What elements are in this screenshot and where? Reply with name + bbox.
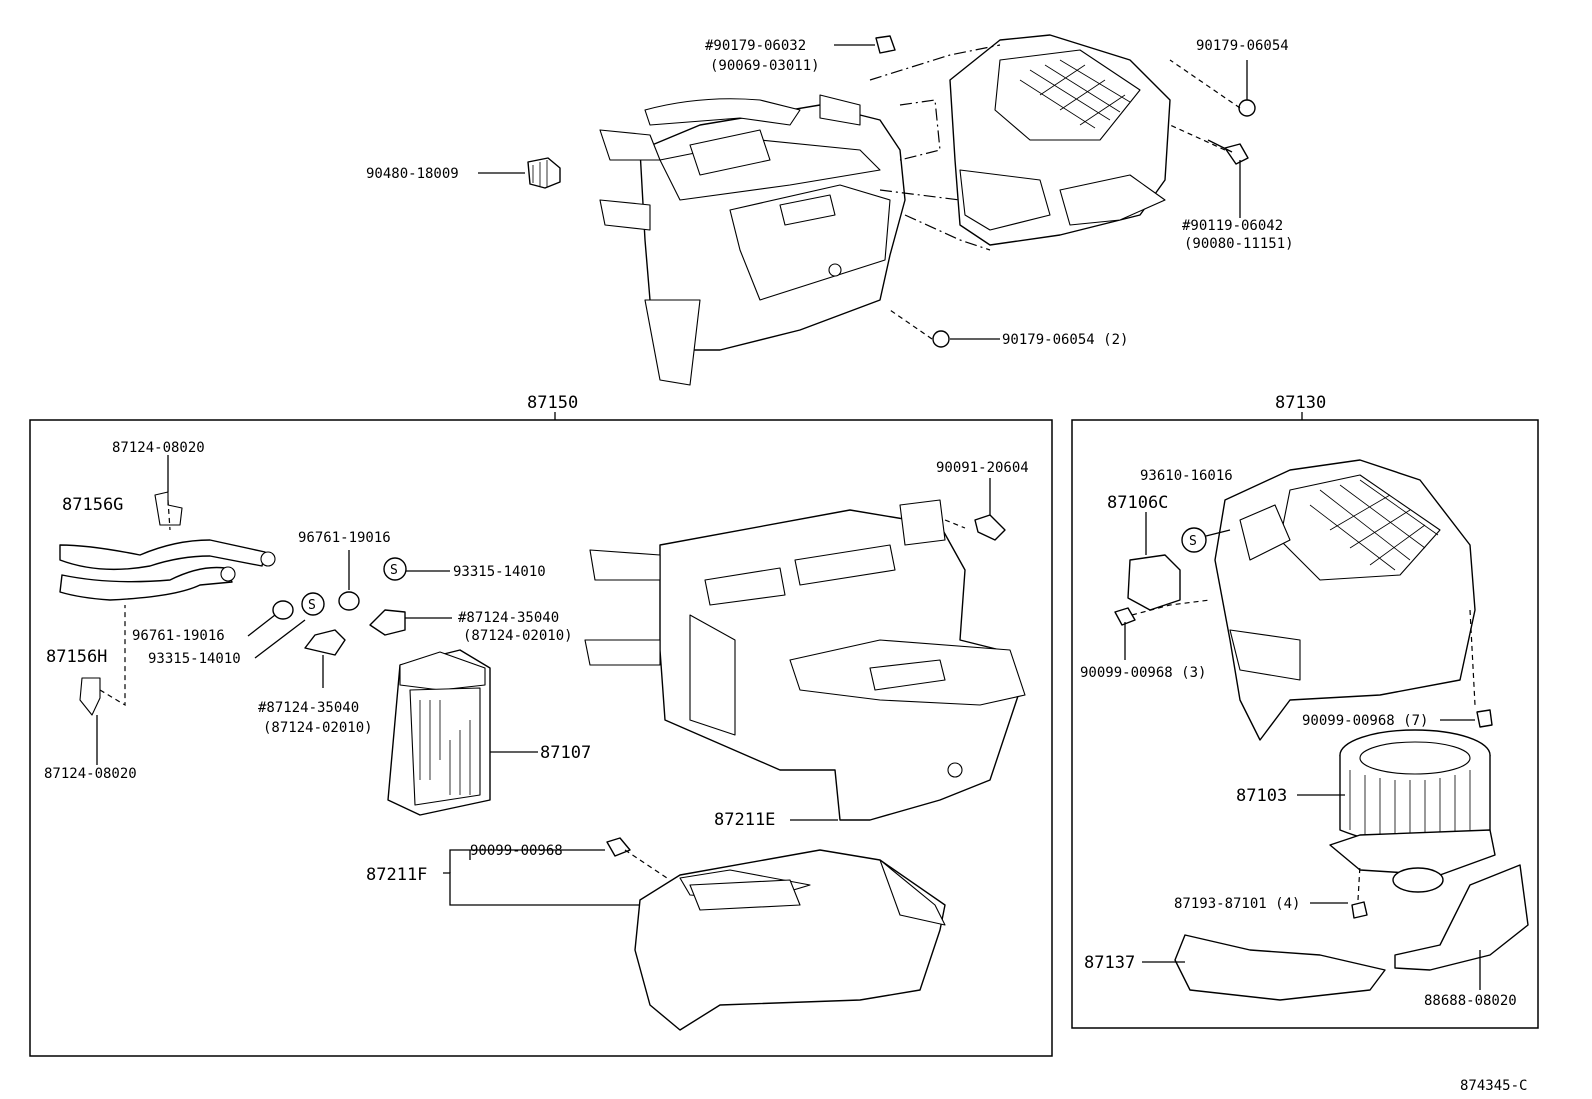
s-mark-3: S	[1189, 534, 1197, 549]
group-box-87150	[29, 419, 1053, 1057]
group-label-87130: 87130	[1275, 393, 1326, 413]
label-87137: 87137	[1084, 953, 1135, 973]
label-87193-87101-4: 87193-87101 (4)	[1174, 896, 1300, 912]
label-90099-00968-3: 90099-00968 (3)	[1080, 665, 1206, 681]
blower-motor-drawing	[1329, 729, 1496, 893]
label-87124-08020-bottom: 87124-08020	[44, 766, 137, 782]
label-87124-35040-b: #87124-35040	[258, 700, 359, 716]
lower-case-drawing	[634, 849, 946, 1031]
top-hvac-assembly-drawing	[527, 34, 1256, 386]
label-90091-20604: 90091-20604	[936, 460, 1029, 476]
label-88688-08020: 88688-08020	[1424, 993, 1517, 1009]
heater-core-drawing	[387, 649, 491, 816]
label-87156H: 87156H	[46, 647, 107, 667]
blower-case-drawing	[1214, 459, 1476, 741]
orings-clamps-drawing	[272, 557, 407, 656]
label-96761-19016-a: 96761-19016	[298, 530, 391, 546]
label-87124-02010-a: (87124-02010)	[463, 628, 573, 644]
label-96761-19016-b: 96761-19016	[132, 628, 225, 644]
heater-hoses-drawing	[59, 491, 276, 716]
diagram-code: 874345-C	[1460, 1078, 1527, 1094]
label-87211F: 87211F	[366, 865, 427, 885]
heater-case-drawing	[584, 499, 1026, 821]
label-90069-03011: (90069-03011)	[710, 58, 820, 74]
label-90099-00968: 90099-00968	[470, 843, 563, 859]
label-90179-06054-top: 90179-06054	[1196, 38, 1289, 54]
label-87107: 87107	[540, 743, 591, 763]
s-mark-1: S	[308, 598, 316, 613]
label-87124-08020-top: 87124-08020	[112, 440, 205, 456]
label-87156G: 87156G	[62, 495, 123, 515]
label-87124-02010-b: (87124-02010)	[263, 720, 373, 736]
label-90480-18009: 90480-18009	[366, 166, 459, 182]
label-90080-11151: (90080-11151)	[1184, 236, 1294, 252]
group-label-87150: 87150	[527, 393, 578, 413]
group-box-87130	[1071, 419, 1539, 1029]
label-90179-06032: #90179-06032	[705, 38, 806, 54]
label-87211E: 87211E	[714, 810, 775, 830]
label-90179-06054-2: 90179-06054 (2)	[1002, 332, 1128, 348]
label-90099-00968-7: 90099-00968 (7)	[1302, 713, 1428, 729]
label-93610-16016: 93610-16016	[1140, 468, 1233, 484]
label-87124-35040-a: #87124-35040	[458, 610, 559, 626]
label-87103: 87103	[1236, 786, 1287, 806]
label-87106C: 87106C	[1107, 493, 1168, 513]
label-93315-14010-b: 93315-14010	[148, 651, 241, 667]
label-93315-14010-a: 93315-14010	[453, 564, 546, 580]
top-callout-leaders	[478, 44, 1248, 340]
label-90119-06042: #90119-06042	[1182, 218, 1283, 234]
s-mark-2: S	[390, 563, 398, 578]
